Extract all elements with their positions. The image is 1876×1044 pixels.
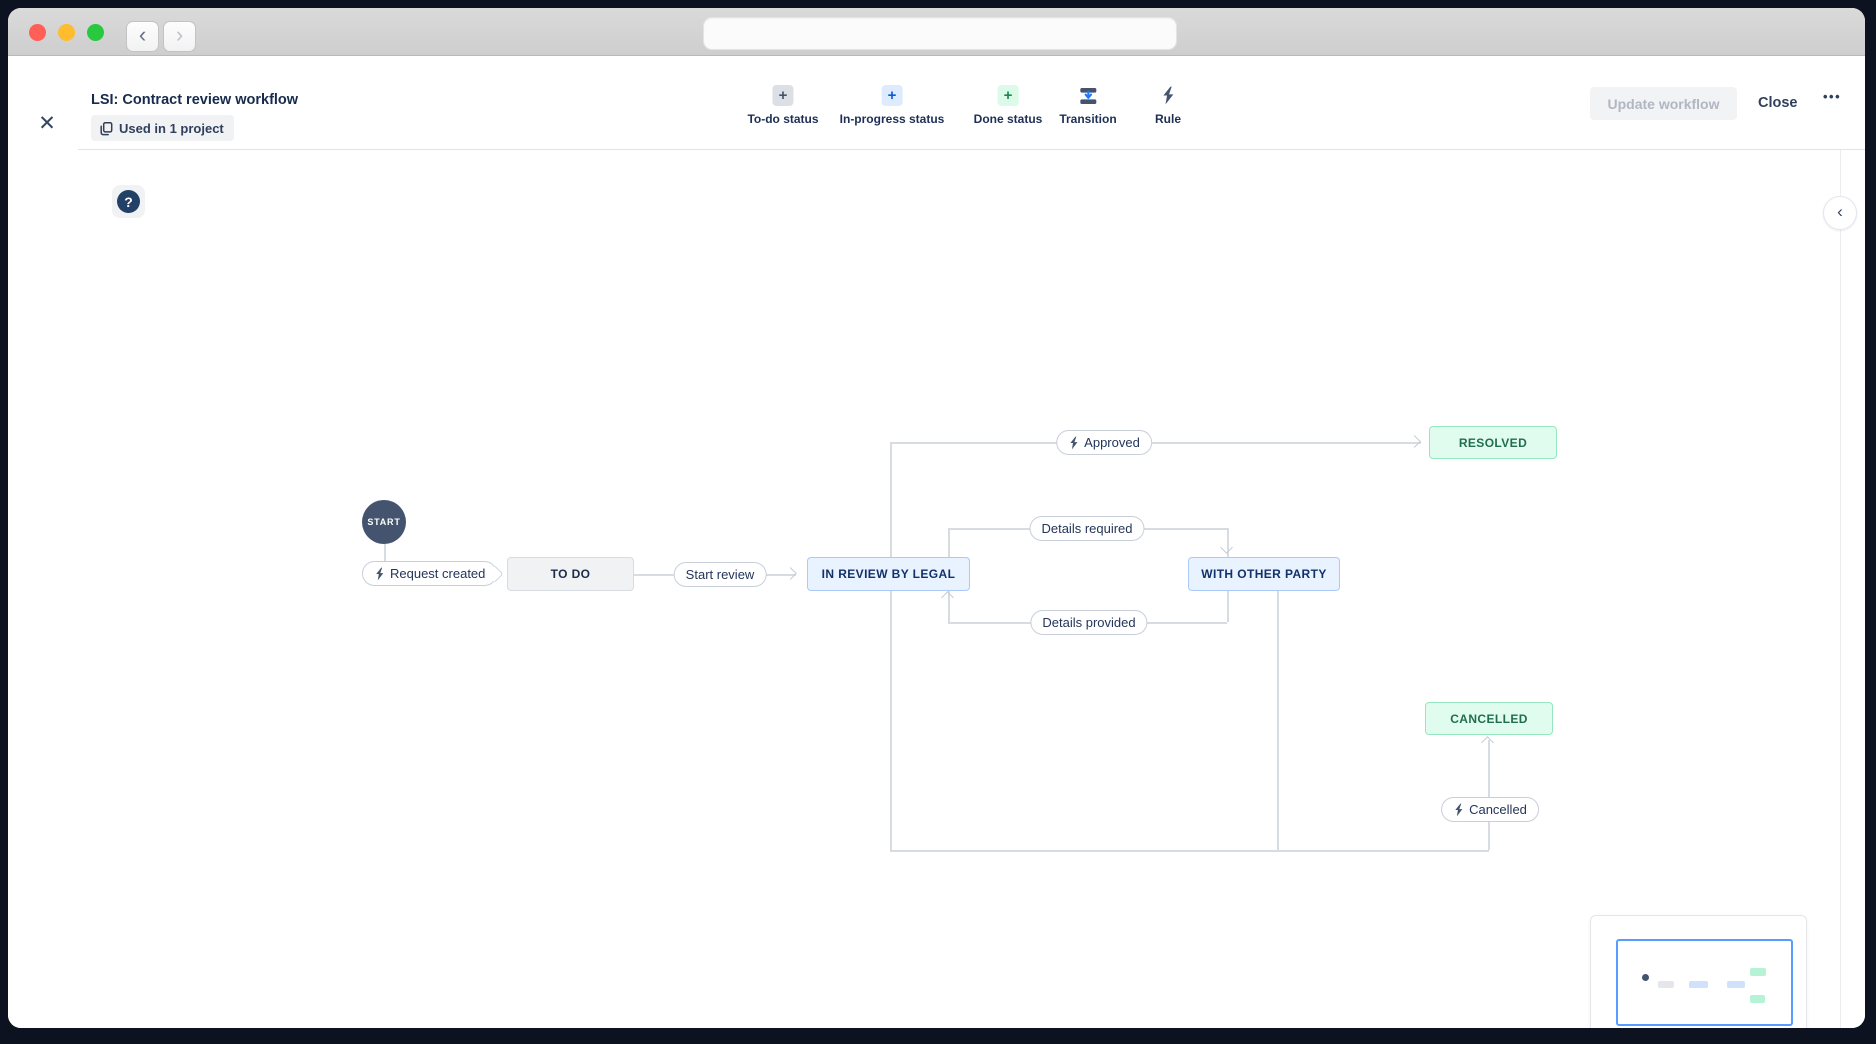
done-status-label: Done status [973, 112, 1043, 126]
arrowhead-into-resolved [1408, 435, 1421, 448]
minimap-viewport[interactable] [1616, 939, 1793, 1026]
arrowhead-into-with-other-party [1220, 541, 1233, 554]
add-rule-button[interactable]: Rule [1155, 85, 1181, 126]
lightning-icon [1070, 436, 1078, 449]
transition-label: Start review [685, 567, 755, 582]
chevron-left-icon: ‹ [138, 22, 147, 47]
workflow-title: LSI: Contract review workflow [91, 92, 299, 108]
start-node[interactable]: START [362, 500, 406, 544]
transition-approved[interactable]: Approved [1056, 430, 1152, 455]
connector-otherparty-down-vertical [1277, 557, 1279, 850]
help-button[interactable]: ? [112, 185, 145, 218]
transition-start-review[interactable]: Start review [673, 562, 767, 587]
minimap-status-in-review [1689, 981, 1708, 988]
plus-icon: + [881, 85, 903, 106]
chevron-left-icon: ‹ [1837, 202, 1843, 221]
arrowhead-into-in-review-bottom [941, 591, 954, 604]
connector-cancelled-vertical [1488, 740, 1490, 850]
transition-label: Request created [390, 566, 486, 581]
arrowhead-into-cancelled [1481, 736, 1494, 749]
status-cancelled[interactable]: CANCELLED [1425, 702, 1553, 735]
connector-approved-cancel-vertical [890, 442, 892, 850]
used-in-projects-label: Used in 1 project [119, 120, 224, 136]
header-divider [78, 149, 1865, 150]
transition-cancelled[interactable]: Cancelled [1441, 797, 1539, 822]
browser-window: ‹ › ✕ LSI: Contract review workflow Used… [8, 8, 1865, 1028]
add-transition-button[interactable]: Transition [1059, 85, 1117, 126]
minimap-status-resolved [1750, 968, 1766, 976]
traffic-light-zoom-icon[interactable] [86, 23, 104, 41]
todo-status-label: To-do status [747, 112, 819, 126]
browser-titlebar: ‹ › [8, 8, 1865, 56]
rule-label: Rule [1154, 112, 1182, 126]
chevron-right-icon: › [175, 22, 184, 47]
add-todo-status-button[interactable]: + To-do status [747, 85, 819, 126]
transition-details-provided[interactable]: Details provided [1030, 610, 1148, 635]
close-button[interactable]: Close [1758, 95, 1798, 111]
status-in-review-by-legal[interactable]: IN REVIEW BY LEGAL [807, 557, 970, 591]
transition-details-required[interactable]: Details required [1029, 516, 1145, 541]
minimap-status-with-other-party [1727, 981, 1745, 988]
connector-start-to-todo [384, 544, 386, 563]
plus-icon: + [997, 85, 1019, 106]
minimap-status-cancelled [1750, 995, 1765, 1003]
traffic-light-close-icon[interactable] [28, 23, 46, 41]
arrowhead-into-in-review [784, 567, 797, 580]
traffic-light-minimize-icon[interactable] [57, 23, 75, 41]
used-in-projects-badge[interactable]: Used in 1 project [91, 115, 234, 141]
question-mark-icon: ? [117, 190, 140, 213]
workflow-editor-header: ✕ LSI: Contract review workflow Used in … [8, 56, 1865, 150]
close-editor-button[interactable]: ✕ [32, 108, 62, 138]
minimap-status-todo [1658, 981, 1674, 988]
add-inprogress-status-button[interactable]: + In-progress status [839, 85, 945, 126]
url-bar[interactable] [703, 17, 1177, 50]
close-icon: ✕ [38, 111, 56, 135]
transition-label: Details required [1041, 521, 1133, 536]
more-menu-button[interactable]: ••• [1823, 89, 1842, 104]
transition-request-created[interactable]: Request created [362, 561, 498, 586]
browser-forward-button[interactable]: › [163, 21, 196, 52]
status-resolved[interactable]: RESOLVED [1429, 426, 1557, 459]
inprogress-status-label: In-progress status [839, 112, 945, 126]
connector-cancel-rail [890, 850, 1489, 852]
transition-label: Approved [1084, 435, 1140, 450]
lightning-icon [1455, 803, 1463, 816]
plus-icon: + [772, 85, 794, 106]
lightning-icon [376, 567, 384, 580]
workflow-canvas[interactable]: ? ‹ START Request created [8, 150, 1865, 1028]
status-to-do[interactable]: TO DO [507, 557, 634, 591]
copy-icon [100, 121, 113, 135]
update-workflow-button[interactable]: Update workflow [1590, 87, 1737, 120]
connector-approved-horizontal [890, 442, 1421, 444]
right-panel-divider [1840, 150, 1841, 1028]
collapse-panel-button[interactable]: ‹ [1823, 196, 1857, 230]
status-with-other-party[interactable]: WITH OTHER PARTY [1188, 557, 1340, 591]
lightning-icon [1157, 85, 1178, 106]
transition-label: Cancelled [1469, 802, 1527, 817]
transition-label: Details provided [1042, 615, 1136, 630]
minimap [1590, 915, 1807, 1028]
add-done-status-button[interactable]: + Done status [973, 85, 1043, 126]
transition-icon [1078, 85, 1099, 106]
transition-label: Transition [1059, 112, 1117, 126]
minimap-start-node [1642, 974, 1649, 981]
browser-back-button[interactable]: ‹ [126, 21, 159, 52]
